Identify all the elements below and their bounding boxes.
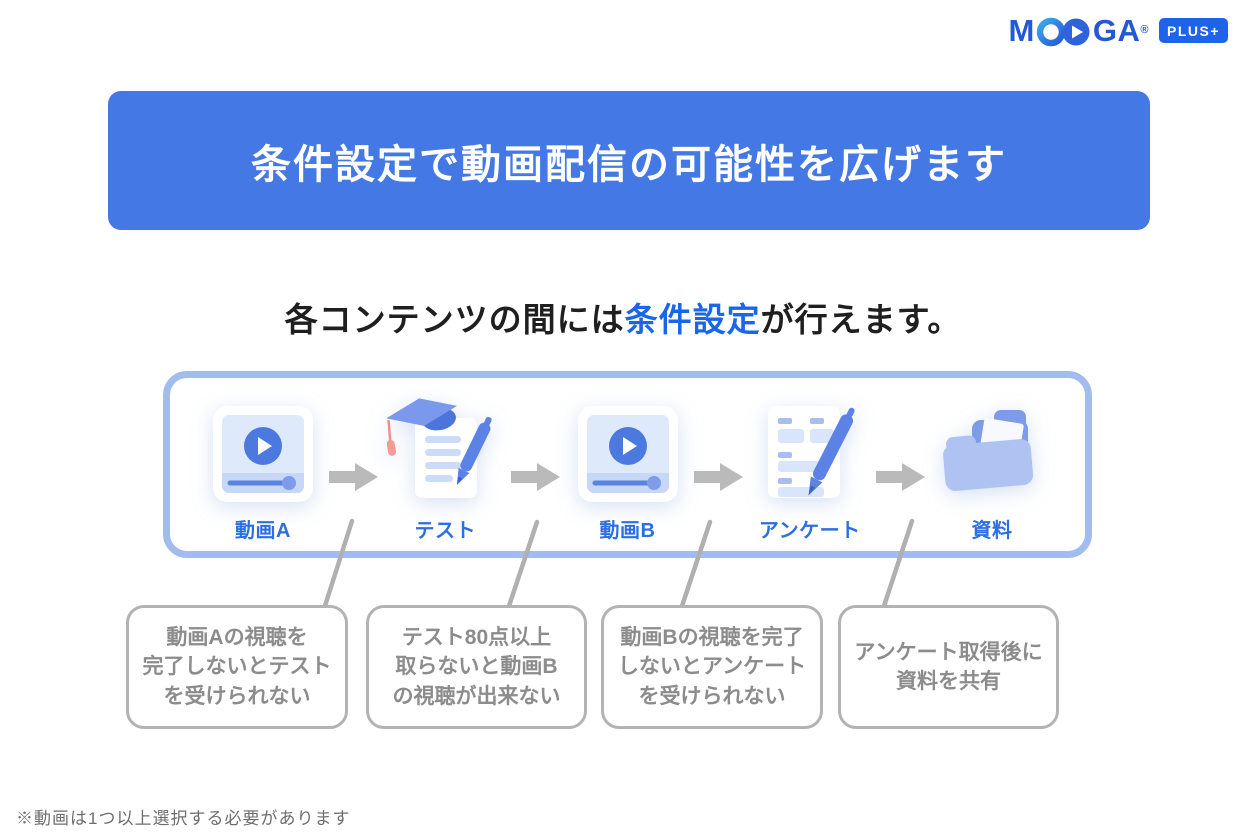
step-label: 動画A (235, 520, 291, 542)
callout-line: 動画Aの視聴を (166, 625, 308, 649)
subtitle-highlight: 条件設定 (624, 301, 761, 338)
condition-callout-4: アンケート取得後に 資料を共有 (838, 605, 1059, 729)
step-label: 資料 (971, 520, 1013, 542)
headline-banner: 条件設定で動画配信の可能性を広げます (108, 91, 1150, 230)
content-flow-container: 動画A (163, 371, 1092, 558)
right-arrow-icon (329, 463, 379, 491)
right-arrow-icon (875, 463, 925, 491)
callout-line: を受けられない (163, 684, 311, 708)
callout-line: の視聴が出来ない (392, 684, 561, 708)
mooga-plus-logo: M GA ® PLUS+ (1009, 14, 1228, 48)
infinity-play-icon (1036, 17, 1090, 47)
callout-line: 取らないと動画B (395, 655, 558, 679)
survey-form-icon (752, 402, 868, 506)
folder-icon (934, 402, 1050, 506)
subtitle-prefix: 各コンテンツの間には (284, 301, 625, 338)
wordmark-ga: GA (1092, 13, 1141, 48)
callout-line: テスト80点以上 (401, 625, 552, 649)
condition-callout-1: 動画Aの視聴を 完了しないとテスト を受けられない (126, 605, 348, 729)
flow-step-video-a: 動画A (203, 402, 323, 551)
flow-arrow (688, 402, 750, 551)
right-arrow-icon (511, 463, 561, 491)
mooga-wordmark: M GA ® (1009, 14, 1149, 48)
flow-step-materials: 資料 (932, 402, 1052, 551)
step-label: テスト (414, 520, 476, 542)
video-player-icon (213, 402, 313, 506)
flow-arrow (323, 402, 385, 551)
headline-title: 条件設定で動画配信の可能性を広げます (251, 142, 1007, 187)
step-label: 動画B (599, 520, 656, 542)
callout-line: 完了しないとテスト (142, 655, 332, 679)
flow-step-test: テスト (385, 398, 505, 551)
condition-callout-2: テスト80点以上 取らないと動画B の視聴が出来ない (366, 605, 587, 729)
registered-mark: ® (1140, 24, 1149, 36)
callout-line: アンケート取得後に (854, 640, 1043, 664)
flow-arrow (505, 402, 567, 551)
subtitle-suffix: が行えます。 (760, 301, 962, 338)
flow-arrow (870, 402, 932, 551)
flow-step-video-b: 動画B (568, 402, 688, 551)
callout-line: を受けられない (638, 684, 786, 708)
flow-step-survey: アンケート (750, 402, 870, 551)
test-paper-icon (387, 398, 503, 506)
callout-line: 資料を共有 (896, 670, 1001, 693)
right-arrow-icon (693, 463, 743, 491)
footnote: ※動画は1つ以上選択する必要があります (16, 809, 351, 828)
subtitle: 各コンテンツの間には条件設定が行えます。 (0, 293, 1246, 341)
condition-callout-3: 動画Bの視聴を完了 しないとアンケート を受けられない (601, 605, 823, 729)
callout-line: しないとアンケート (617, 655, 807, 679)
callout-line: 動画Bの視聴を完了 (620, 625, 804, 649)
step-label: アンケート (758, 520, 861, 542)
video-player-icon (577, 402, 678, 506)
wordmark-m: M (1008, 13, 1035, 48)
plus-badge: PLUS+ (1158, 18, 1228, 43)
